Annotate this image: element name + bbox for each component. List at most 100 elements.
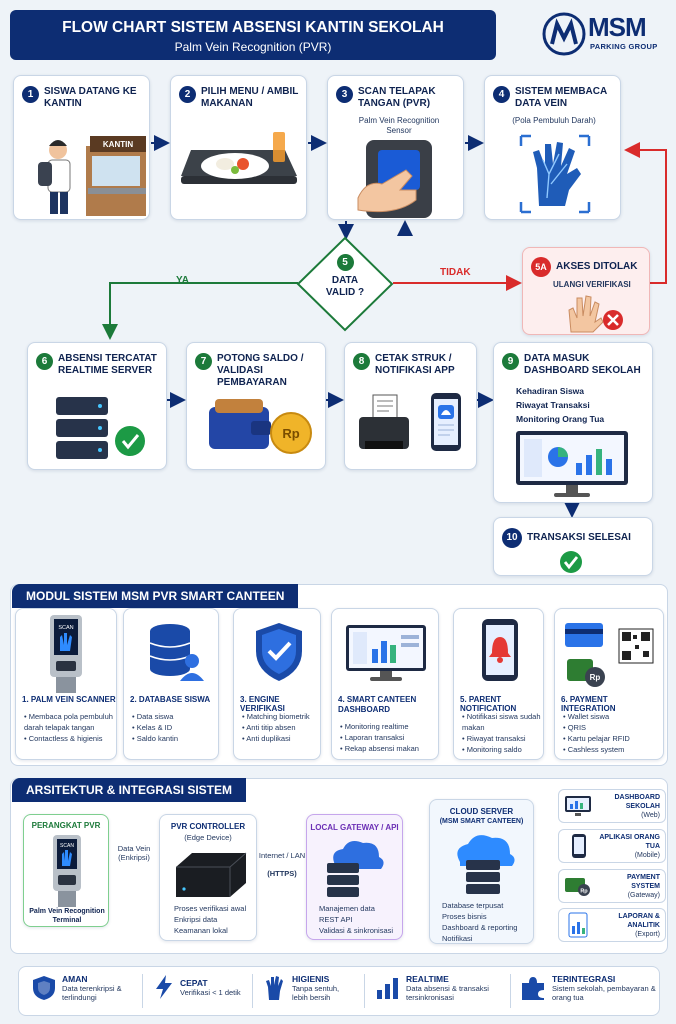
module-card-dashboard: 4. SMART CANTEEN DASHBOARD Monitoring re… bbox=[331, 608, 439, 760]
dashboard-item-list: Kehadiran Siswa Riwayat Transaksi Monito… bbox=[516, 384, 604, 426]
step-number: 6 bbox=[36, 353, 53, 370]
output-title: APLIKASI ORANG TUA bbox=[599, 833, 660, 850]
device-title: PERANGKAT PVR bbox=[31, 821, 101, 830]
output-title: LAPORAN & ANALITIK bbox=[618, 912, 660, 929]
dashboard-icon bbox=[565, 796, 591, 816]
module-bullet: Kartu pelajar RFID bbox=[563, 733, 657, 744]
shield-icon bbox=[33, 976, 55, 1000]
database-user-icon bbox=[149, 624, 204, 681]
module-bullet: Notifikasi siswa sudah makan bbox=[462, 711, 544, 733]
page-title: FLOW CHART SISTEM ABSENSI KANTIN SEKOLAH bbox=[62, 19, 444, 36]
step-number: 10 bbox=[502, 528, 522, 548]
module-bullet: Anti titip absen bbox=[242, 722, 336, 733]
scanner-kiosk-icon: SCAN bbox=[50, 615, 82, 693]
rejected-number: 5A bbox=[531, 257, 551, 277]
cloud-subtitle: (MSM SMART CANTEEN) bbox=[439, 818, 524, 825]
module-title: 5. PARENT NOTIFICATION bbox=[460, 695, 517, 713]
monitor-chart-icon bbox=[346, 625, 426, 681]
mobile-app-icon bbox=[572, 834, 586, 858]
vein-hand-icon bbox=[519, 134, 591, 214]
dashboard-monitor-icon bbox=[516, 431, 628, 497]
report-icon bbox=[568, 912, 588, 938]
step-title: ABSENSI TERCATAT REALTIME SERVER bbox=[58, 353, 157, 376]
step-title: PILIH MENU / AMBIL MAKANAN bbox=[201, 86, 299, 109]
step-title: SCAN TELAPAK TANGAN (PVR) bbox=[358, 86, 436, 109]
decision-text: DATA VALID ? bbox=[325, 275, 365, 298]
module-card-engine: 3. ENGINE VERIFIKASI Matching biometrik … bbox=[233, 608, 321, 760]
step-title: SISWA DATANG KE KANTIN bbox=[44, 86, 137, 109]
controller-bullet: Keamanan lokal bbox=[174, 926, 228, 935]
check-icon bbox=[560, 551, 582, 573]
module-bullet: Wallet siswa bbox=[563, 711, 657, 722]
feature-title: HIGIENIS bbox=[292, 974, 330, 984]
output-dashboard: DASHBOARD SEKOLAH(Web) bbox=[558, 789, 666, 823]
food-tray-icon bbox=[181, 132, 297, 184]
cloud-server-card: CLOUD SERVER (MSM SMART CANTEEN) Databas… bbox=[429, 799, 534, 944]
feature-subtitle: Tanpa sentuh, lebih bersih bbox=[292, 984, 340, 1002]
output-title: PAYMENT SYSTEM bbox=[626, 873, 660, 890]
decision-number: 5 bbox=[336, 254, 354, 271]
cloud-bullet: Database terpusat bbox=[442, 901, 504, 910]
wallet-coin-icon: Rp bbox=[209, 399, 312, 454]
module-bullet: Membaca pola pembuluh darah telapak tang… bbox=[24, 711, 118, 733]
no-label: TIDAK bbox=[440, 267, 471, 278]
payment-icon-label: Rp bbox=[580, 889, 588, 895]
phone-bell-icon bbox=[482, 619, 518, 681]
gateway-title: LOCAL GATEWAY / API bbox=[310, 823, 399, 832]
controller-bullet: Proses verifikasi awal bbox=[174, 904, 247, 913]
step-title: TRANSAKSI SELESAI bbox=[527, 532, 631, 543]
output-payment: Rp PAYMENT SYSTEM(Gateway) bbox=[558, 869, 666, 903]
gateway-bullet: Manajemen data bbox=[319, 904, 375, 913]
lightning-icon bbox=[156, 975, 172, 999]
gateway-bullet: REST API bbox=[319, 915, 353, 924]
module-bullet: Monitoring realtime bbox=[340, 721, 434, 732]
divider bbox=[252, 974, 253, 1008]
denied-hand-icon bbox=[568, 295, 623, 333]
step-number: 4 bbox=[493, 86, 510, 103]
output-subtitle: (Web) bbox=[641, 811, 660, 819]
module-card-notification: 5. PARENT NOTIFICATION Notifikasi siswa … bbox=[453, 608, 544, 760]
features-bar bbox=[18, 966, 660, 1016]
step-subtitle: (Pola Pembuluh Darah) bbox=[512, 116, 596, 125]
module-bullet: Anti duplikasi bbox=[242, 733, 336, 744]
divider bbox=[142, 974, 143, 1008]
gateway-card: LOCAL GATEWAY / API Manajemen data REST … bbox=[306, 814, 403, 940]
modules-heading: MODUL SISTEM MSM PVR SMART CANTEEN bbox=[12, 584, 299, 608]
pvr-controller-card: PVR CONTROLLER (Edge Device) Proses veri… bbox=[159, 814, 257, 941]
module-title: 2. DATABASE SISWA bbox=[130, 695, 211, 704]
feature-subtitle: Data terenkripsi & terlindungi bbox=[62, 984, 122, 1002]
dashboard-item: Riwayat Transaksi bbox=[516, 400, 590, 410]
step-number: 2 bbox=[179, 86, 196, 103]
architecture-heading: ARSITEKTUR & INTEGRASI SISTEM bbox=[12, 778, 247, 802]
step-title: SISTEM MEMBACA DATA VEIN bbox=[515, 86, 607, 109]
step-title: CETAK STRUK / NOTIFIKASI APP bbox=[375, 353, 455, 376]
step-number: 1 bbox=[22, 86, 39, 103]
rejected-title: AKSES DITOLAK bbox=[556, 261, 638, 272]
divider bbox=[510, 974, 511, 1008]
output-subtitle: (Gateway) bbox=[627, 891, 660, 899]
module-bullet: Laporan transaksi bbox=[340, 732, 434, 743]
cloud-bullet: Notifikasi bbox=[442, 934, 473, 943]
step-2-card: 2 PILIH MENU / AMBIL MAKANAN bbox=[170, 75, 307, 220]
module-bullet: Riwayat transaksi bbox=[462, 733, 544, 744]
edge-device-icon bbox=[176, 852, 247, 897]
divider bbox=[364, 974, 365, 1008]
payment-icon: Rp bbox=[565, 878, 590, 896]
canteen-sign: KANTIN bbox=[103, 140, 133, 149]
output-report: LAPORAN & ANALITIK(Export) bbox=[558, 908, 666, 942]
feature-subtitle: Sistem sekolah, pembayaran & orang tua bbox=[552, 984, 656, 1002]
module-bullet: Kelas & ID bbox=[132, 722, 226, 733]
pvr-device-card: PERANGKAT PVR SCAN Palm Vein Recognition… bbox=[23, 814, 109, 927]
logo-text: MSM bbox=[588, 12, 647, 42]
feature-title: AMAN bbox=[62, 974, 88, 984]
step-4-card: 4 SISTEM MEMBACA DATA VEIN (Pola Pembuluh… bbox=[484, 75, 621, 220]
feature-subtitle: Verifikasi < 1 detik bbox=[180, 987, 241, 997]
step-10-card: 10 TRANSAKSI SELESAI bbox=[493, 517, 653, 576]
